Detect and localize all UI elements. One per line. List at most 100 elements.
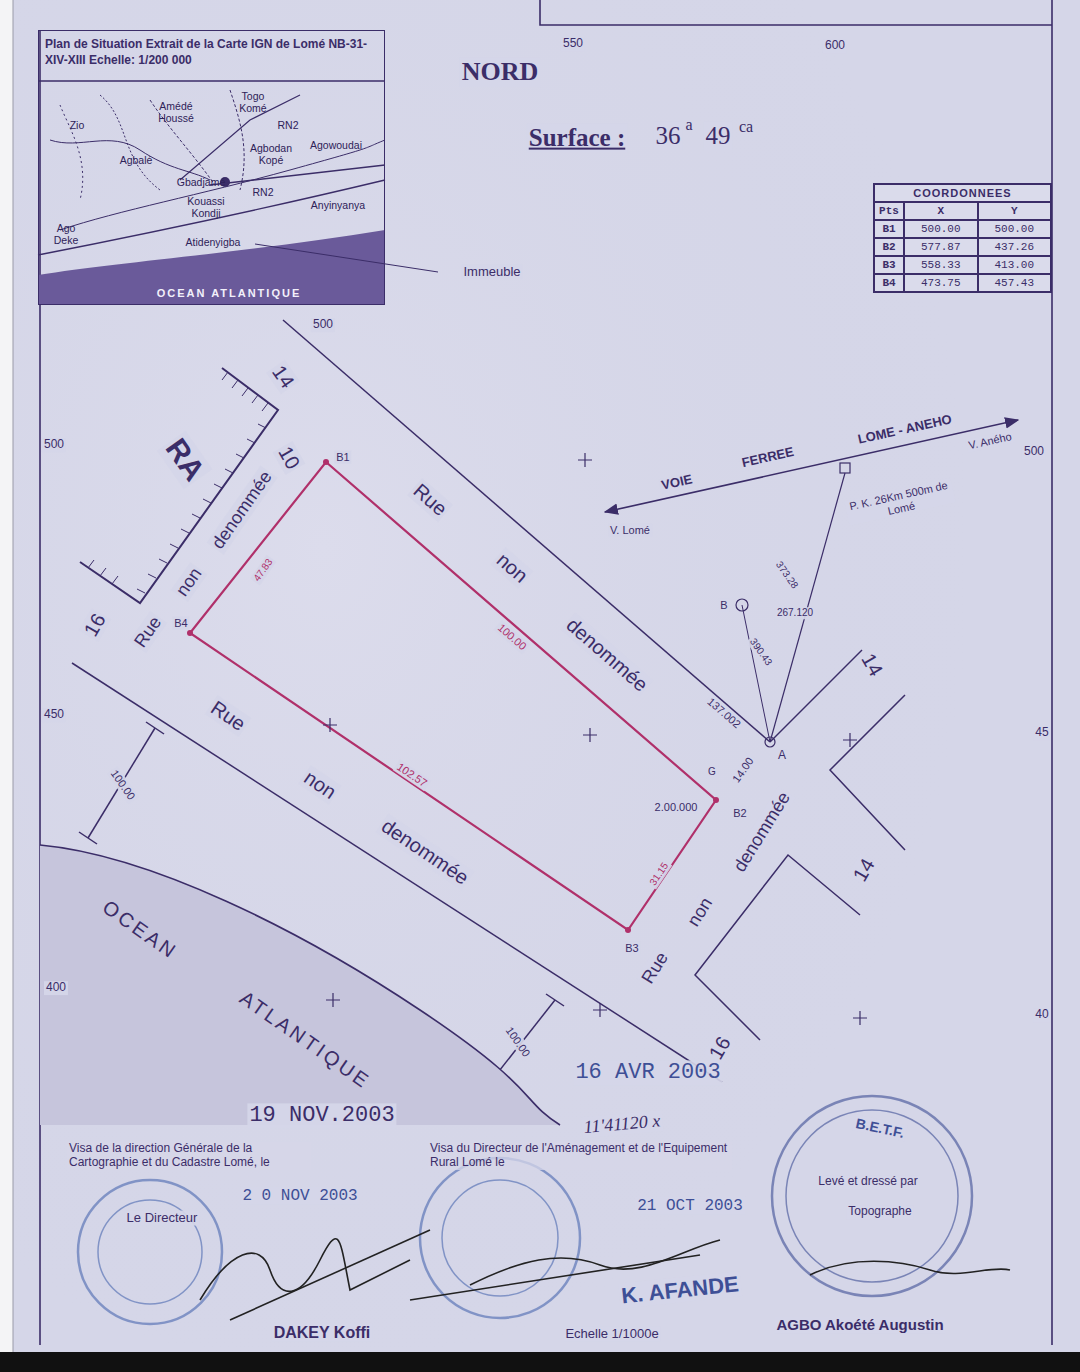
railway	[770, 473, 845, 742]
north-label: NORD	[460, 57, 541, 87]
dimension: 31.15	[646, 859, 672, 889]
place-name: Atidenyigba	[186, 237, 241, 249]
date-stamp: 2 0 NOV 2003	[240, 1187, 359, 1205]
table-cell: Y	[978, 202, 1052, 220]
street-lines	[492, 1000, 555, 1080]
inset-map	[150, 100, 215, 185]
official-stamps	[442, 1180, 558, 1296]
street-name: denommée	[728, 787, 795, 878]
street-lines	[283, 320, 770, 742]
table-cell: B3	[874, 256, 904, 274]
parcel-outline	[187, 459, 719, 933]
signatory-title: Le Directeur	[125, 1211, 200, 1226]
street-width: 14	[266, 360, 300, 395]
place-name: Ago Deke	[50, 223, 82, 246]
street-lines	[546, 994, 564, 1006]
table-cell: 558.33	[904, 256, 978, 274]
place-name: Amédé Houssé	[153, 101, 199, 124]
location-inset: Plan de Situation Extrait de la Carte IG…	[38, 30, 385, 305]
sheet-frame	[540, 0, 1052, 25]
street-name: Rue	[129, 611, 167, 653]
coastline	[40, 845, 560, 1125]
surface-label: Surface :	[527, 124, 628, 153]
street-lines	[695, 855, 860, 1040]
inset-map	[50, 140, 210, 180]
surface-unit: ca	[737, 118, 755, 136]
dimension: 100.00	[494, 620, 531, 654]
coordinate-table: COORDONNEESPtsXYB1500.00500.00B2577.8743…	[873, 183, 1052, 293]
street-name: denommée	[207, 466, 278, 555]
official-stamps	[78, 1180, 222, 1324]
surveyor-name: AGBO Akoété Augustin	[774, 1316, 945, 1333]
inset-map	[38, 180, 385, 255]
dimension: 100.00	[107, 766, 139, 804]
grid-coordinate: 45	[1033, 726, 1050, 740]
street-lines	[146, 722, 164, 734]
table-cell: B2	[874, 238, 904, 256]
railway-label: VOIE	[658, 472, 695, 494]
sea-name: OCEAN	[96, 895, 183, 966]
railway	[605, 420, 1018, 747]
place-name: Togo Komé	[233, 91, 273, 114]
place-name: Zio	[70, 120, 85, 132]
file-number: 11'41120 x	[581, 1110, 663, 1138]
dimension: 100.00	[502, 1023, 534, 1061]
visa-text: Visa du Directeur de l'Aménagement et de…	[428, 1142, 732, 1170]
railway	[605, 420, 1018, 512]
street-lines	[88, 372, 268, 593]
table-cell: 500.00	[978, 220, 1052, 238]
street-name: Rue	[205, 695, 252, 737]
grid-crosses	[843, 733, 857, 747]
leader-label: Immeuble	[461, 265, 522, 280]
inset-title: Plan de Situation Extrait de la Carte IG…	[45, 37, 380, 68]
street-name: non	[171, 562, 207, 602]
street-width: 10	[272, 441, 305, 475]
grid-coordinate: 500	[311, 318, 335, 332]
paper-ground	[13, 0, 14, 1352]
surveyor-note: Topographe	[846, 1205, 913, 1219]
place-name: Agowoudai	[310, 140, 362, 152]
grid-coordinate: 550	[561, 37, 585, 51]
dimension: 102.57	[393, 759, 431, 791]
surface-value: 49	[704, 122, 733, 151]
table-heading: COORDONNEES	[874, 184, 1051, 202]
place-name: Agbodan Kopé	[247, 143, 295, 166]
street-lines	[88, 728, 155, 838]
point-label: A	[776, 749, 788, 763]
signatures	[810, 1261, 1010, 1275]
inset-map	[38, 81, 438, 305]
official-stamps	[772, 1096, 972, 1296]
signatures	[200, 1230, 1010, 1320]
grid-crosses	[583, 728, 597, 742]
paper-ground	[0, 1352, 1080, 1372]
table-cell: B4	[874, 274, 904, 292]
point-label: B1	[334, 451, 351, 464]
grid-crosses	[593, 1003, 607, 1017]
dimension: 137.002	[703, 694, 744, 732]
coastline	[40, 845, 560, 1125]
inset-map	[100, 95, 160, 190]
grid-crosses	[578, 453, 592, 467]
table-cell: 500.00	[904, 220, 978, 238]
point-label: B4	[172, 617, 189, 630]
railway	[742, 605, 770, 742]
place-name: Kouassi Kondji	[180, 196, 232, 219]
place-name: Agbalé	[120, 155, 153, 167]
inset-map	[210, 165, 385, 185]
grid-coordinate: 600	[823, 39, 847, 53]
scale-label: Echelle 1/1000e	[563, 1327, 660, 1342]
table-cell: 473.75	[904, 274, 978, 292]
point-label: B	[718, 599, 729, 612]
inset-map	[255, 244, 438, 272]
block-label: RA	[157, 431, 212, 490]
parcel-outline	[713, 797, 719, 803]
signatory-name: K. AFANDE	[618, 1271, 742, 1309]
signatory-name: DAKEY Koffi	[272, 1324, 373, 1342]
table-cell: Pts	[874, 202, 904, 220]
kilometre-post: P. K. 26Km 500m de Lomé	[844, 478, 956, 526]
inset-map	[38, 80, 385, 82]
street-width: 14	[855, 648, 888, 682]
direction-label: V. Lomé	[608, 524, 652, 537]
street-name: non	[682, 892, 718, 932]
parcel-outline	[190, 462, 716, 930]
